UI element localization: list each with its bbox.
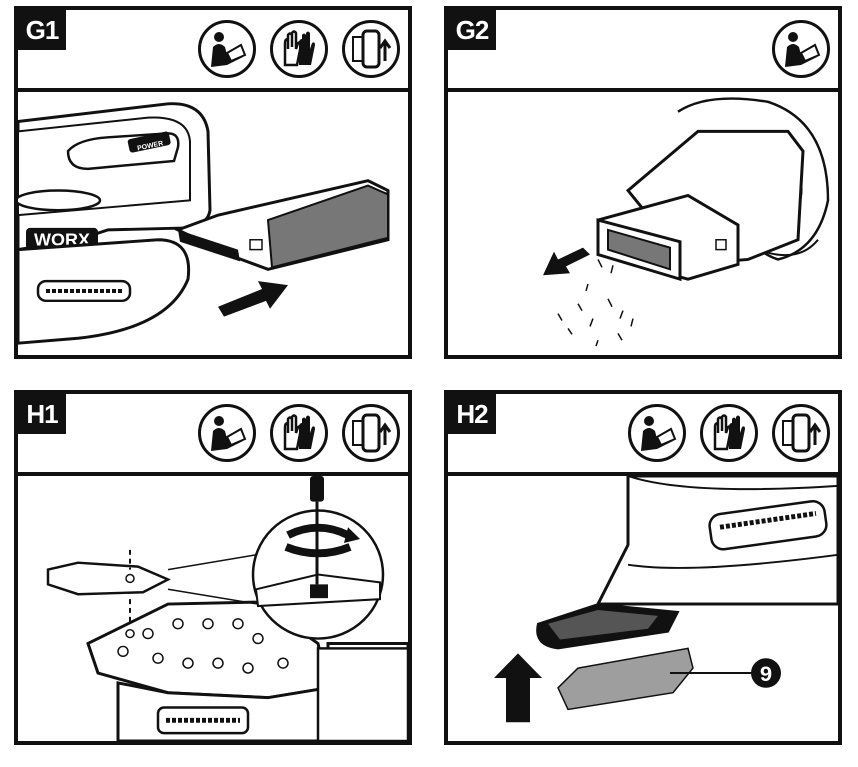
g1-illustration: POWER SHARE WORX <box>18 92 408 355</box>
callout-number: 9 <box>760 661 772 686</box>
panel-g1: G1 POWER SHARE WORX <box>14 6 412 359</box>
panel-header: H2 <box>448 394 838 476</box>
remove-battery-icon <box>342 20 400 78</box>
panel-h2: H2 9 <box>444 390 842 745</box>
power-share-line2: SHARE <box>138 149 160 159</box>
gloves-icon <box>270 404 328 462</box>
panel-h1: H1 <box>14 390 412 745</box>
panel-label: G1 <box>18 10 66 50</box>
panel-label: H2 <box>448 394 496 434</box>
h2-illustration: 9 <box>448 476 838 741</box>
panel-header: G2 <box>448 10 838 92</box>
panel-header: G1 <box>18 10 408 92</box>
panel-header: H1 <box>18 394 408 476</box>
remove-battery-icon <box>342 404 400 462</box>
panel-label: G2 <box>448 10 496 50</box>
h1-illustration <box>18 476 408 741</box>
gloves-icon <box>700 404 758 462</box>
panel-label: H1 <box>18 394 66 434</box>
remove-battery-icon <box>772 404 830 462</box>
read-manual-icon <box>198 20 256 78</box>
read-manual-icon <box>772 20 830 78</box>
read-manual-icon <box>198 404 256 462</box>
g2-illustration <box>448 92 838 355</box>
panel-g2: G2 <box>444 6 842 359</box>
gloves-icon <box>270 20 328 78</box>
read-manual-icon <box>628 404 686 462</box>
